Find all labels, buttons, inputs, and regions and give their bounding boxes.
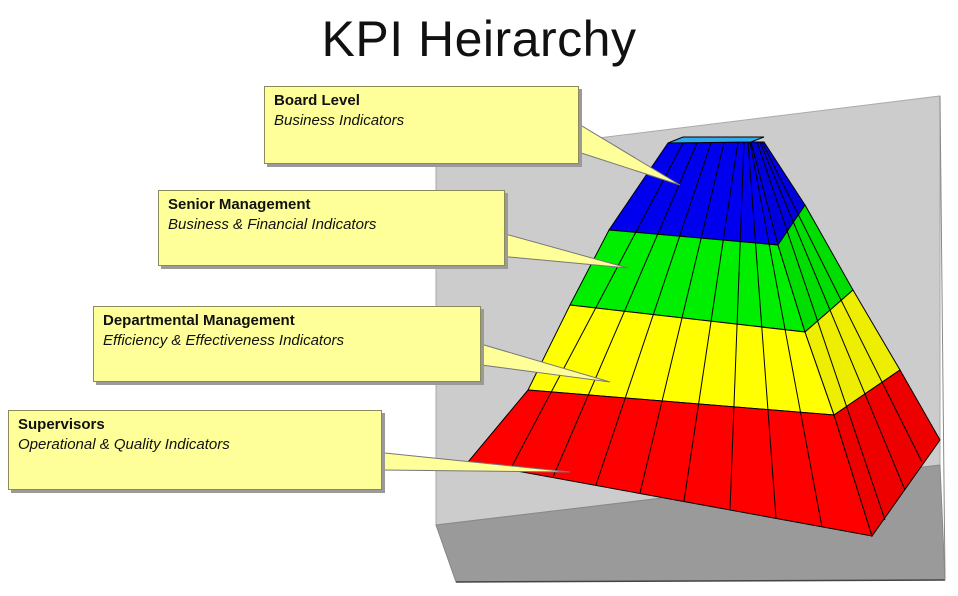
pyramid-ribs (509, 141, 923, 528)
callout-title: Senior Management (168, 196, 311, 213)
callout-departmental-management: Departmental Management Efficiency & Eff… (93, 306, 481, 382)
layer-super-right-face (833, 369, 941, 538)
callout-title: Supervisors (18, 416, 105, 433)
page-title: KPI Heirarchy (321, 11, 637, 67)
callout-subtitle: Business Indicators (274, 112, 405, 129)
callout-subtitle: Operational & Quality Indicators (18, 436, 230, 453)
callout-subtitle: Business & Financial Indicators (168, 216, 377, 233)
callout-title: Board Level (274, 92, 360, 109)
callout-subtitle: Efficiency & Effectiveness Indicators (103, 332, 344, 349)
pyramid-apex (667, 136, 765, 144)
callout-board-level: Board Level Business Indicators (264, 86, 579, 164)
box-edge (939, 95, 946, 581)
box-edge (455, 579, 946, 583)
callout-title: Departmental Management (103, 312, 295, 329)
callout-supervisors: Supervisors Operational & Quality Indica… (8, 410, 382, 490)
callout-senior-management: Senior Management Business & Financial I… (158, 190, 505, 266)
